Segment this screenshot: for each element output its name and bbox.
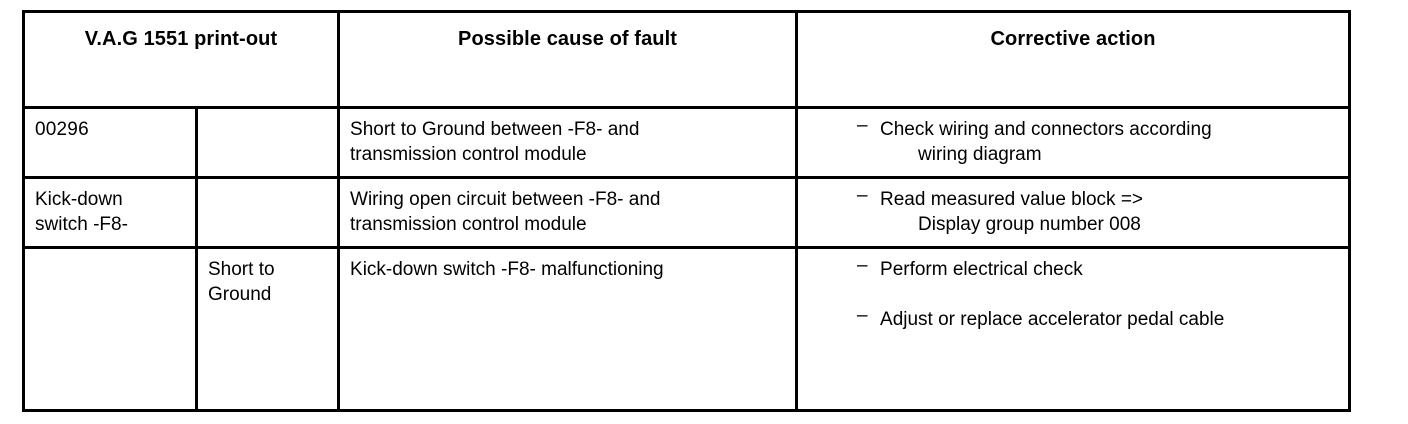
table-row: Kick-down switch -F8- Wiring open circui… [22, 176, 1352, 249]
column-header-corrective-action: Corrective action [795, 10, 1352, 109]
cell-printout-detail: Short to Ground [194, 246, 341, 412]
possible-cause-text: Kick-down switch -F8- malfunctioning [350, 259, 664, 280]
cell-corrective-action: – Check wiring and connectors according … [795, 106, 1352, 179]
corrective-action-text: Check wiring and connectors according [880, 119, 1212, 140]
printout-code-text: 00296 [35, 119, 89, 140]
table-row: Short to Ground Kick-down switch -F8- ma… [22, 246, 1352, 412]
table-row: 00296 Short to Ground between -F8- and t… [22, 106, 1352, 179]
corrective-action-subtext: wiring diagram [918, 144, 1042, 165]
corrective-action-list: – Read measured value block => Display g… [798, 179, 1348, 237]
cell-possible-cause: Kick-down switch -F8- malfunctioning [337, 246, 799, 412]
dash-bullet-icon: – [857, 185, 868, 206]
printout-code-text: Kick-down switch -F8- [35, 189, 128, 235]
dash-bullet-icon: – [857, 305, 868, 326]
column-header-printout-label: V.A.G 1551 print-out [84, 28, 278, 50]
corrective-action-text: Perform electrical check [880, 259, 1083, 280]
cell-printout-code: 00296 [22, 106, 198, 179]
fault-code-table-container: V.A.G 1551 print-out Possible cause of f… [21, 10, 1352, 412]
corrective-action-item: – Perform electrical check [798, 255, 1348, 282]
table-head: V.A.G 1551 print-out Possible cause of f… [21, 10, 1352, 109]
dash-bullet-icon: – [857, 115, 868, 136]
corrective-action-item: – Read measured value block => Display g… [798, 185, 1348, 237]
table-header-row: V.A.G 1551 print-out Possible cause of f… [21, 10, 1352, 109]
corrective-action-text: Adjust or replace accelerator pedal cabl… [880, 309, 1225, 330]
possible-cause-text: Short to Ground between -F8- and transmi… [350, 119, 640, 165]
dash-bullet-icon: – [857, 255, 868, 276]
cell-corrective-action: – Read measured value block => Display g… [795, 176, 1352, 249]
column-header-possible-cause-label: Possible cause of fault [458, 28, 678, 50]
corrective-action-list: – Perform electrical check – Adjust or r… [798, 249, 1348, 332]
printout-detail-text [198, 109, 337, 117]
cell-printout-detail [194, 106, 341, 179]
column-header-possible-cause: Possible cause of fault [337, 10, 799, 109]
cell-printout-code: Kick-down switch -F8- [22, 176, 198, 249]
corrective-action-subtext: Display group number 008 [918, 214, 1141, 235]
cell-possible-cause: Short to Ground between -F8- and transmi… [337, 106, 799, 179]
column-header-corrective-action-label: Corrective action [990, 28, 1156, 50]
printout-detail-text [198, 179, 337, 187]
corrective-action-item: – Adjust or replace accelerator pedal ca… [798, 305, 1348, 332]
corrective-action-list: – Check wiring and connectors according … [798, 109, 1348, 167]
printout-code-text [25, 249, 195, 257]
cell-possible-cause: Wiring open circuit between -F8- and tra… [337, 176, 799, 249]
cell-printout-detail [194, 176, 341, 249]
cell-corrective-action: – Perform electrical check – Adjust or r… [795, 246, 1352, 412]
printout-detail-text: Short to Ground [208, 259, 275, 305]
column-header-printout: V.A.G 1551 print-out [21, 10, 341, 109]
corrective-action-text: Read measured value block => [880, 189, 1144, 210]
corrective-action-item: – Check wiring and connectors according … [798, 115, 1348, 167]
table-body: 00296 Short to Ground between -F8- and t… [22, 106, 1352, 412]
fault-code-table: V.A.G 1551 print-out Possible cause of f… [21, 10, 1352, 412]
possible-cause-text: Wiring open circuit between -F8- and tra… [350, 189, 661, 235]
cell-printout-code [22, 246, 198, 412]
